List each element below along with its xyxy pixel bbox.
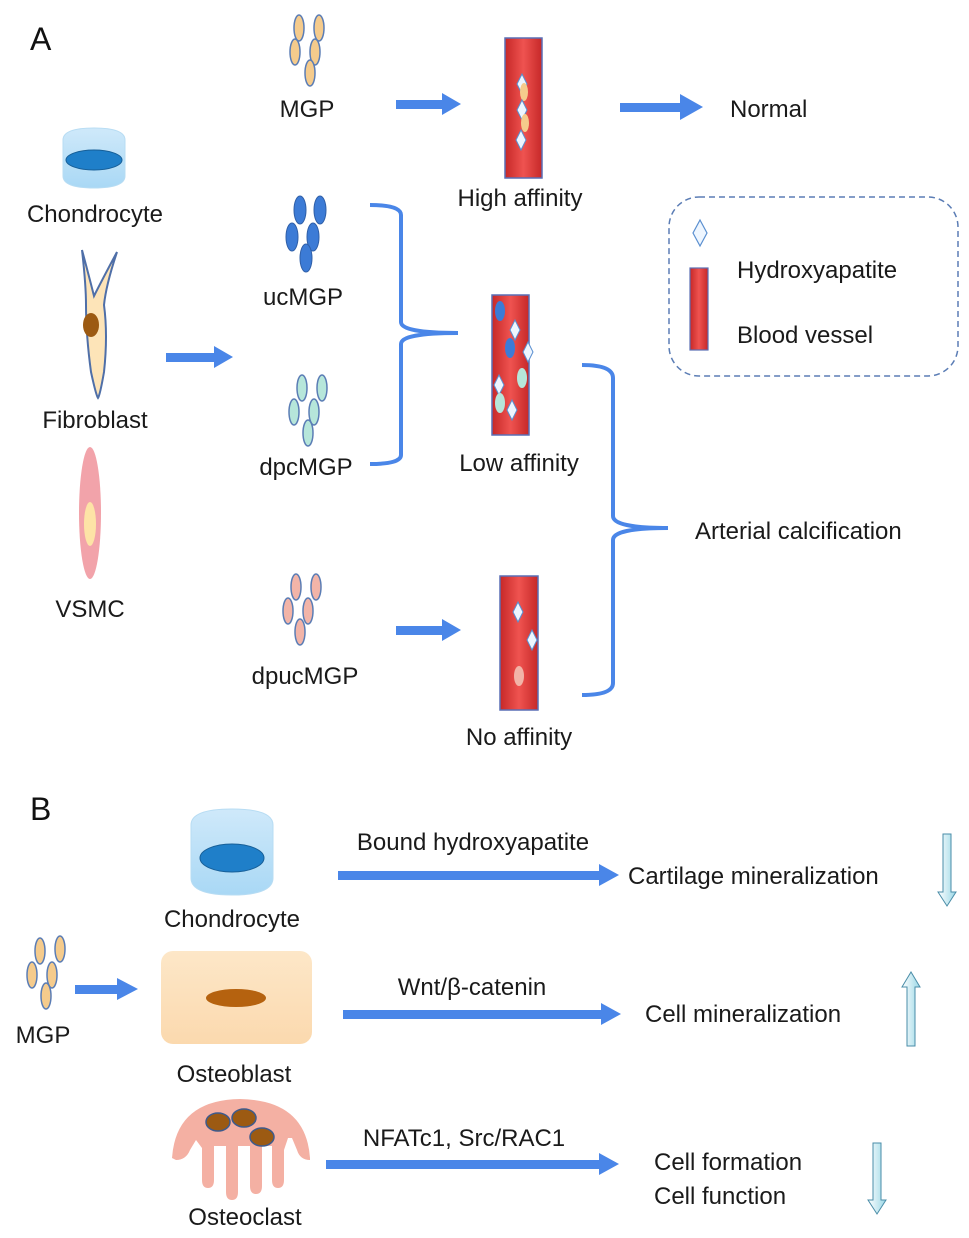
bracket-calcification [581,363,669,697]
mgp-molecules-icon [289,14,325,87]
chondrocyte-b-label: Chondrocyte [164,906,300,933]
arrow-osteoclast-pathway [326,1153,619,1175]
arrow-chondrocyte-pathway [338,864,619,886]
cell-function-label: Cell function [654,1183,786,1210]
fibroblast-icon [81,249,118,400]
ucmgp-label: ucMGP [263,284,343,311]
chondrocyte-icon [62,127,126,189]
chondrocyte-label: Chondrocyte [27,201,163,228]
arrow-mgp-to-vessel [396,93,461,115]
legend-hydroxyapatite-label: Hydroxyapatite [737,257,897,284]
dpcmgp-molecules-icon [288,374,328,447]
mgp-b-label: MGP [16,1022,71,1049]
mgp-label: MGP [280,96,335,123]
osteoclast-label: Osteoclast [188,1204,302,1231]
arrow-mgp-to-cells [75,978,138,1000]
increase-arrow-icon [901,971,921,1047]
arrow-osteoblast-pathway [343,1003,621,1025]
fibroblast-label: Fibroblast [42,407,148,434]
osteoblast-icon [161,951,312,1044]
cell-formation-label: Cell formation [654,1149,802,1176]
legend [668,196,959,377]
decrease-arrow-icon [937,833,957,907]
cartilage-mineralization-label: Cartilage mineralization [628,863,879,890]
low-affinity-label: Low affinity [459,450,579,477]
normal-label: Normal [730,96,807,123]
dpcmgp-label: dpcMGP [259,454,352,481]
decrease-arrow-icon [867,1142,887,1215]
chondrocyte-b-icon [190,808,274,896]
arrow-to-normal [620,94,703,120]
blood-vessel-icon [689,267,709,351]
ucmgp-molecules-icon [285,195,327,273]
arrow-dpucmgp-to-vessel [396,619,461,641]
panel-a-label: A [30,21,52,57]
osteoclast-icon [172,1099,310,1200]
bracket-isoforms [369,203,459,466]
nfatc1-src-rac1-label: NFATc1, Src/RAC1 [363,1125,565,1152]
arterial-calcification-label: Arterial calcification [695,518,902,545]
vessel-low-affinity [491,294,534,436]
dpucmgp-label: dpucMGP [252,663,359,690]
cell-mineralization-label: Cell mineralization [645,1001,841,1028]
hydroxyapatite-icon [692,218,708,248]
panel-b-label: B [30,791,51,827]
vsmc-icon [79,447,101,579]
arrow-cells-to-isoforms [166,346,233,368]
osteoblast-label: Osteoblast [177,1061,292,1088]
bound-hydroxyapatite-label: Bound hydroxyapatite [357,829,589,856]
vessel-no-affinity [499,575,539,711]
mgp-b-molecules-icon [26,935,66,1010]
legend-vessel-label: Blood vessel [737,322,873,349]
wnt-beta-catenin-label: Wnt/β-catenin [398,974,547,1001]
vsmc-label: VSMC [55,596,124,623]
dpucmgp-molecules-icon [282,573,322,646]
no-affinity-label: No affinity [466,724,572,751]
vessel-high-affinity [504,37,543,179]
high-affinity-label: High affinity [458,185,583,212]
